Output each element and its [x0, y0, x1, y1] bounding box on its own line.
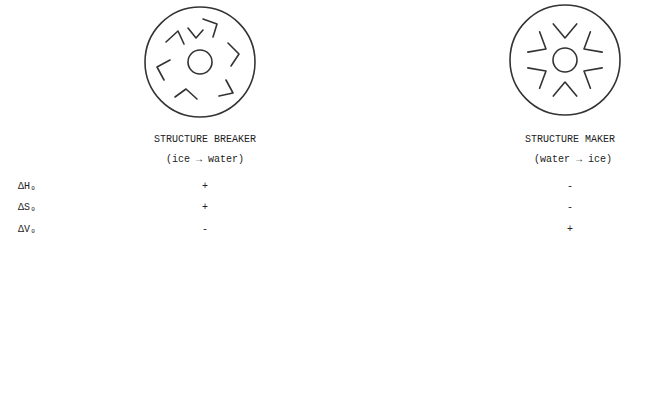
- water-molecule: [188, 28, 203, 38]
- sign-value: +: [202, 181, 208, 193]
- water-molecule: [219, 80, 233, 96]
- figure-title: STRUCTURE MAKER: [525, 134, 615, 146]
- sign-value: -: [567, 202, 573, 214]
- sign-value: +: [567, 224, 573, 236]
- quantity-symbol: ΔV₀: [18, 224, 36, 236]
- solvation-shell: [510, 5, 620, 115]
- process-note: (water → ice): [534, 154, 612, 166]
- water-molecule: [166, 31, 184, 44]
- sign-value: -: [567, 181, 573, 193]
- water-molecule: [228, 43, 239, 66]
- water-molecule: [175, 89, 197, 99]
- water-molecule: [584, 68, 602, 88]
- water-molecule: [528, 68, 546, 88]
- water-molecule: [584, 32, 602, 52]
- figure-title: STRUCTURE BREAKER: [154, 134, 256, 146]
- ion: [188, 50, 212, 74]
- water-molecule: [553, 82, 576, 96]
- quantity-symbol: ΔS₀: [18, 202, 36, 214]
- sign-value: +: [202, 202, 208, 214]
- water-molecule: [553, 24, 576, 38]
- ion: [553, 48, 577, 72]
- sign-value: -: [202, 224, 208, 236]
- process-note: (ice → water): [166, 154, 244, 166]
- water-molecule: [528, 32, 546, 52]
- water-molecule: [203, 19, 217, 37]
- quantity-symbol: ΔH₀: [18, 181, 36, 193]
- solvation-shell: [145, 7, 255, 117]
- water-molecule: [157, 60, 170, 80]
